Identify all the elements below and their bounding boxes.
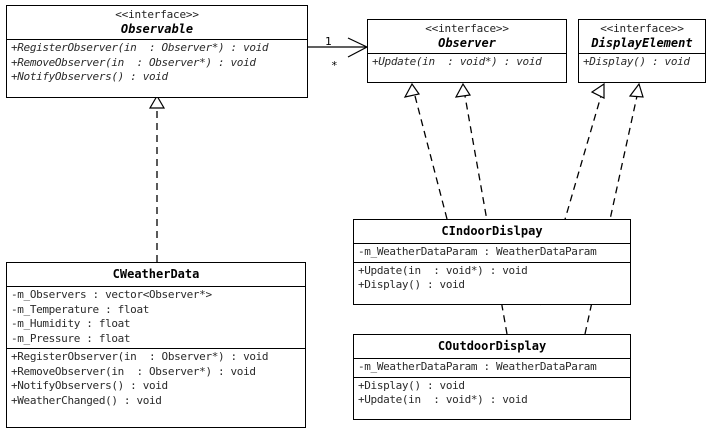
- outdoor-display-operations: +Display() : void +Update(in : void*) : …: [354, 376, 630, 410]
- indoor-display-attribute: -m_WeatherDataParam : WeatherDataParam: [358, 245, 597, 258]
- observer-class-name: Observer: [438, 36, 496, 50]
- display-element-class-name: DisplayElement: [591, 36, 693, 50]
- display-element-operation: +Display() : void: [583, 55, 690, 68]
- observer-header: <<interface>> Observer: [368, 20, 566, 53]
- class-box-display-element[interactable]: <<interface>> DisplayElement +Display() …: [578, 19, 706, 83]
- observable-stereotype: <<interface>>: [115, 8, 199, 21]
- multiplicity-many: *: [331, 59, 338, 72]
- outdoor-display-attribute: -m_WeatherDataParam : WeatherDataParam: [358, 360, 597, 373]
- edge-observable-observer: [308, 37, 369, 58]
- indoor-display-header: CIndoorDislpay: [354, 220, 630, 243]
- observer-stereotype: <<interface>>: [425, 22, 509, 35]
- weather-data-class-name: CWeatherData: [112, 267, 200, 281]
- observable-operation: +RegisterObserver(in : Observer*) : void: [11, 41, 269, 54]
- weather-data-operation: +WeatherChanged() : void: [11, 393, 162, 407]
- weather-data-operations: +RegisterObserver(in : Observer*) : void…: [7, 348, 305, 410]
- weather-data-header: CWeatherData: [7, 263, 305, 286]
- observable-header: <<interface>> Observable: [7, 6, 307, 39]
- multiplicity-one: 1: [325, 35, 332, 48]
- display-element-operations: +Display() : void: [579, 53, 705, 72]
- indoor-display-operation: +Display() : void: [358, 278, 465, 291]
- observable-operation: +RemoveObserver(in : Observer*) : void: [11, 55, 256, 69]
- edge-indoor-observer: [403, 82, 448, 220]
- observer-operations: +Update(in : void*) : void: [368, 53, 566, 72]
- weather-data-operation: +RemoveObserver(in : Observer*) : void: [11, 364, 256, 378]
- indoor-display-operations: +Update(in : void*) : void +Display() : …: [354, 261, 630, 295]
- observer-operation: +Update(in : void*) : void: [372, 55, 542, 68]
- observable-class-name: Observable: [120, 22, 194, 36]
- observable-operation: +NotifyObservers() : void: [11, 70, 168, 83]
- indoor-display-attributes: -m_WeatherDataParam : WeatherDataParam: [354, 243, 630, 262]
- class-box-observable[interactable]: <<interface>> Observable +RegisterObserv…: [6, 5, 308, 98]
- weather-data-operation: +RegisterObserver(in : Observer*) : void: [11, 350, 269, 363]
- weather-data-attribute: -m_Humidity : float: [11, 317, 131, 330]
- outdoor-display-operation: +Update(in : void*) : void: [358, 393, 528, 406]
- class-box-observer[interactable]: <<interface>> Observer +Update(in : void…: [367, 19, 567, 83]
- weather-data-attribute: -m_Pressure : float: [11, 331, 131, 345]
- class-box-indoor-display[interactable]: CIndoorDislpay -m_WeatherDataParam : Wea…: [353, 219, 631, 305]
- display-element-stereotype: <<interface>>: [600, 22, 684, 35]
- indoor-display-operation: +Update(in : void*) : void: [358, 263, 528, 277]
- class-box-weather-data[interactable]: CWeatherData -m_Observers : vector<Obser…: [6, 262, 306, 428]
- outdoor-display-class-name: COutdoorDisplay: [437, 339, 547, 353]
- weather-data-attribute: -m_Observers : vector<Observer*>: [11, 288, 212, 301]
- outdoor-display-operation: +Display() : void: [358, 378, 465, 392]
- edge-weatherdata-observable: [148, 94, 166, 262]
- outdoor-display-header: COutdoorDisplay: [354, 335, 630, 358]
- weather-data-attribute: -m_Temperature : float: [11, 302, 149, 316]
- weather-data-attributes: -m_Observers : vector<Observer*> -m_Temp…: [7, 286, 305, 348]
- observable-operations: +RegisterObserver(in : Observer*) : void…: [7, 39, 307, 87]
- outdoor-display-attributes: -m_WeatherDataParam : WeatherDataParam: [354, 358, 630, 377]
- indoor-display-class-name: CIndoorDislpay: [441, 224, 543, 238]
- display-element-header: <<interface>> DisplayElement: [579, 20, 705, 53]
- class-box-outdoor-display[interactable]: COutdoorDisplay -m_WeatherDataParam : We…: [353, 334, 631, 420]
- weather-data-operation: +NotifyObservers() : void: [11, 379, 168, 392]
